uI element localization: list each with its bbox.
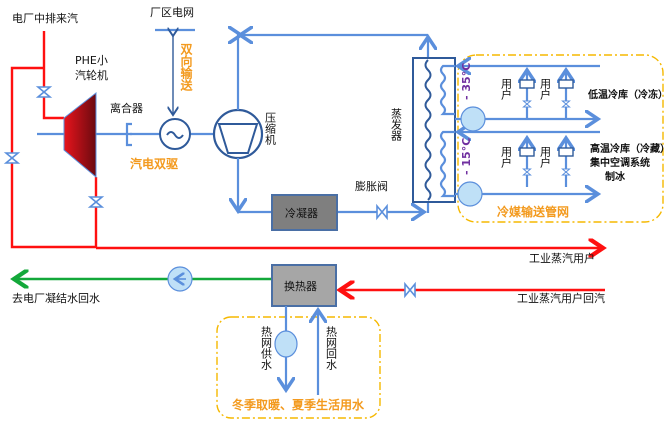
condensate-return-label: 去电厂凝结水回水	[12, 291, 100, 305]
svg-text:冷凝器: 冷凝器	[285, 206, 318, 220]
industrial-steam-return-label: 工业蒸汽用户回汽	[517, 291, 605, 305]
low-temp-store-label: 低温冷库（冷冻）	[587, 88, 668, 101]
ac-wave-icon	[166, 131, 184, 139]
user-label: 用户	[500, 146, 513, 169]
heating-pump	[274, 330, 298, 358]
expansion-valve-label: 膨胀阀	[355, 179, 388, 193]
bypass-valve[interactable]	[5, 152, 19, 164]
ice-label: 制冰	[605, 170, 626, 183]
steam-piping	[10, 31, 605, 290]
turbine-label-2: 汽轮机	[75, 68, 108, 82]
steam-valve[interactable]	[37, 86, 51, 98]
dual-drive-label: 汽电双驱	[130, 156, 178, 171]
return-steam-valve[interactable]	[404, 283, 416, 297]
evaporator	[412, 57, 456, 203]
expansion-valve[interactable]	[376, 205, 388, 219]
grid-label: 厂区电网	[150, 6, 194, 19]
generator	[159, 118, 191, 150]
refrigerant-pump-high	[457, 181, 483, 207]
low-temp-label: - 35°C	[460, 63, 473, 100]
refrigerant-network-boundary	[457, 54, 664, 223]
refrigerant-pump-low	[460, 106, 486, 132]
user-label: 用户	[539, 146, 552, 169]
evaporator-label: 蒸发器	[390, 108, 403, 142]
svg-text:换热器: 换热器	[284, 279, 317, 293]
high-temp-store-label: 高温冷库（冷藏）	[590, 142, 670, 155]
heat-return-label: 热网回水	[325, 326, 338, 370]
clutch	[125, 122, 132, 147]
compressor-label: 压缩机	[264, 112, 277, 145]
heating-use-label: 冬季取暖、夏季生活用水	[232, 397, 365, 412]
bidirectional-label: 双向输送	[179, 43, 193, 92]
heat-supply-label: 热网供水	[260, 326, 273, 370]
clutch-label: 离合器	[110, 101, 143, 115]
cold-users	[520, 70, 573, 187]
heat-exchanger: 换热器	[271, 264, 337, 307]
compressor	[212, 108, 264, 160]
turbine-label: PHE小	[75, 54, 108, 67]
exhaust-valve[interactable]	[89, 196, 103, 208]
refrigerant-network-label: 冷媒输送管网	[497, 204, 569, 219]
central-ac-label: 集中空调系统	[589, 156, 650, 169]
condenser: 冷凝器	[271, 194, 338, 231]
heating-network-boundary	[216, 316, 381, 419]
user-label: 用户	[539, 78, 552, 101]
steam-turbine	[63, 91, 97, 179]
high-temp-label: - 15°C	[460, 138, 473, 175]
user-label: 用户	[500, 78, 513, 101]
steam-source-label: 电厂中排来汽	[12, 11, 78, 25]
industrial-steam-users-label: 工业蒸汽用户	[529, 251, 595, 265]
